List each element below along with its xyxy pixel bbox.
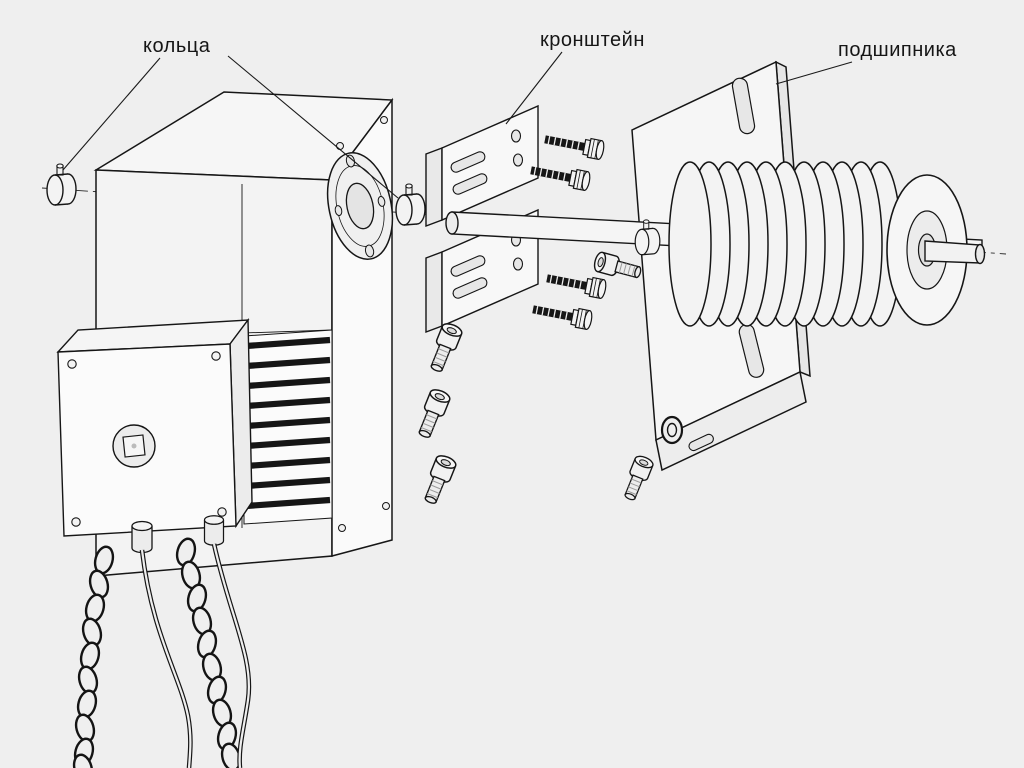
- torsion-spring: [668, 161, 902, 327]
- label-rings: кольца: [143, 35, 211, 57]
- label-bearing: подшипника: [838, 39, 957, 61]
- eyelet-ring: [660, 415, 684, 445]
- motor-unit: [56, 91, 394, 768]
- power-cables: [139, 543, 252, 768]
- leader-lines: [62, 51, 853, 199]
- hand-chain-left: [72, 545, 115, 768]
- cable-drum: [886, 174, 986, 326]
- label-bracket: кронштейн: [540, 29, 645, 51]
- control-box: [56, 317, 253, 537]
- cable-glands: [131, 515, 225, 554]
- angle-bracket-upper: [425, 104, 539, 228]
- cooling-fins: [243, 329, 333, 525]
- hand-chain-right: [175, 537, 242, 768]
